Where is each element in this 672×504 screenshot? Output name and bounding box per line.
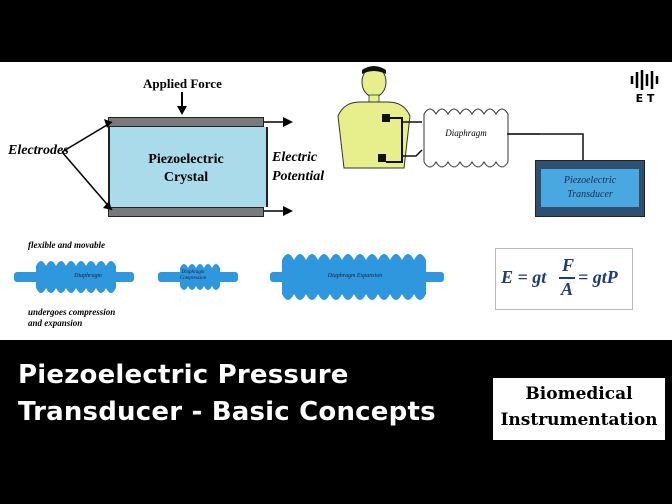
title-line2: Transducer - Basic Concepts xyxy=(18,397,436,427)
electrodes-label: Electrodes xyxy=(8,143,69,158)
transducer-wire xyxy=(507,133,584,160)
piezoelectric-transducer-box: Piezoelectric Transducer xyxy=(535,160,645,217)
potential-label-line1: Electric xyxy=(272,150,318,165)
diaphragm-b-label-line1: Diaphragm xyxy=(181,270,205,275)
transducer-panel: Piezoelectric Transducer xyxy=(541,169,639,207)
compression-note-line1: undergoes compression xyxy=(28,307,116,317)
formula-box: E = gt F A = gtP xyxy=(495,248,633,310)
potential-label-line2: Potential xyxy=(272,169,325,184)
category-line2: Instrumentation xyxy=(500,410,658,430)
piezoelectric-crystal xyxy=(108,127,268,207)
diaphragm-shapes xyxy=(14,254,444,300)
diaphragm-a-label: Diaphragm xyxy=(74,273,102,279)
channel-logo: E T xyxy=(628,68,662,108)
applied-force-label: Applied Force xyxy=(143,76,222,91)
diaphragm-c-label: Diaphragm Expansion xyxy=(327,273,383,279)
crystal-label-line2: Crystal xyxy=(163,170,209,185)
crystal-label-line1: Piezoelectric xyxy=(148,152,224,167)
formula-numerator: F xyxy=(562,255,575,275)
transducer-label-line1: Piezoelectric xyxy=(563,175,617,186)
category-badge: Biomedical Instrumentation xyxy=(493,378,665,440)
title-line1: Piezoelectric Pressure xyxy=(18,360,349,390)
soundwave-icon xyxy=(630,70,659,90)
diaphragm-b-label-line2: Compression xyxy=(179,276,207,281)
compression-note-line2: and expansion xyxy=(28,318,83,328)
flexible-note: flexible and movable xyxy=(28,240,105,250)
formula-denominator: A xyxy=(561,279,574,299)
fraction-bar xyxy=(559,277,575,279)
formula-lhs: E = gt xyxy=(501,267,547,287)
transducer-label-line2: Transducer xyxy=(567,189,613,200)
patient-figure xyxy=(337,66,540,169)
formula-rhs: = gtP xyxy=(578,267,618,287)
title-banner: Piezoelectric Pressure Transducer - Basi… xyxy=(0,344,472,502)
bottom-electrode-plate xyxy=(108,207,264,217)
category-line1: Biomedical xyxy=(525,384,633,404)
electrode-wires xyxy=(61,117,293,216)
logo-letters: E T xyxy=(635,92,655,105)
force-arrow-icon xyxy=(177,92,187,115)
diaphragm-label: Diaphragm xyxy=(445,128,487,138)
